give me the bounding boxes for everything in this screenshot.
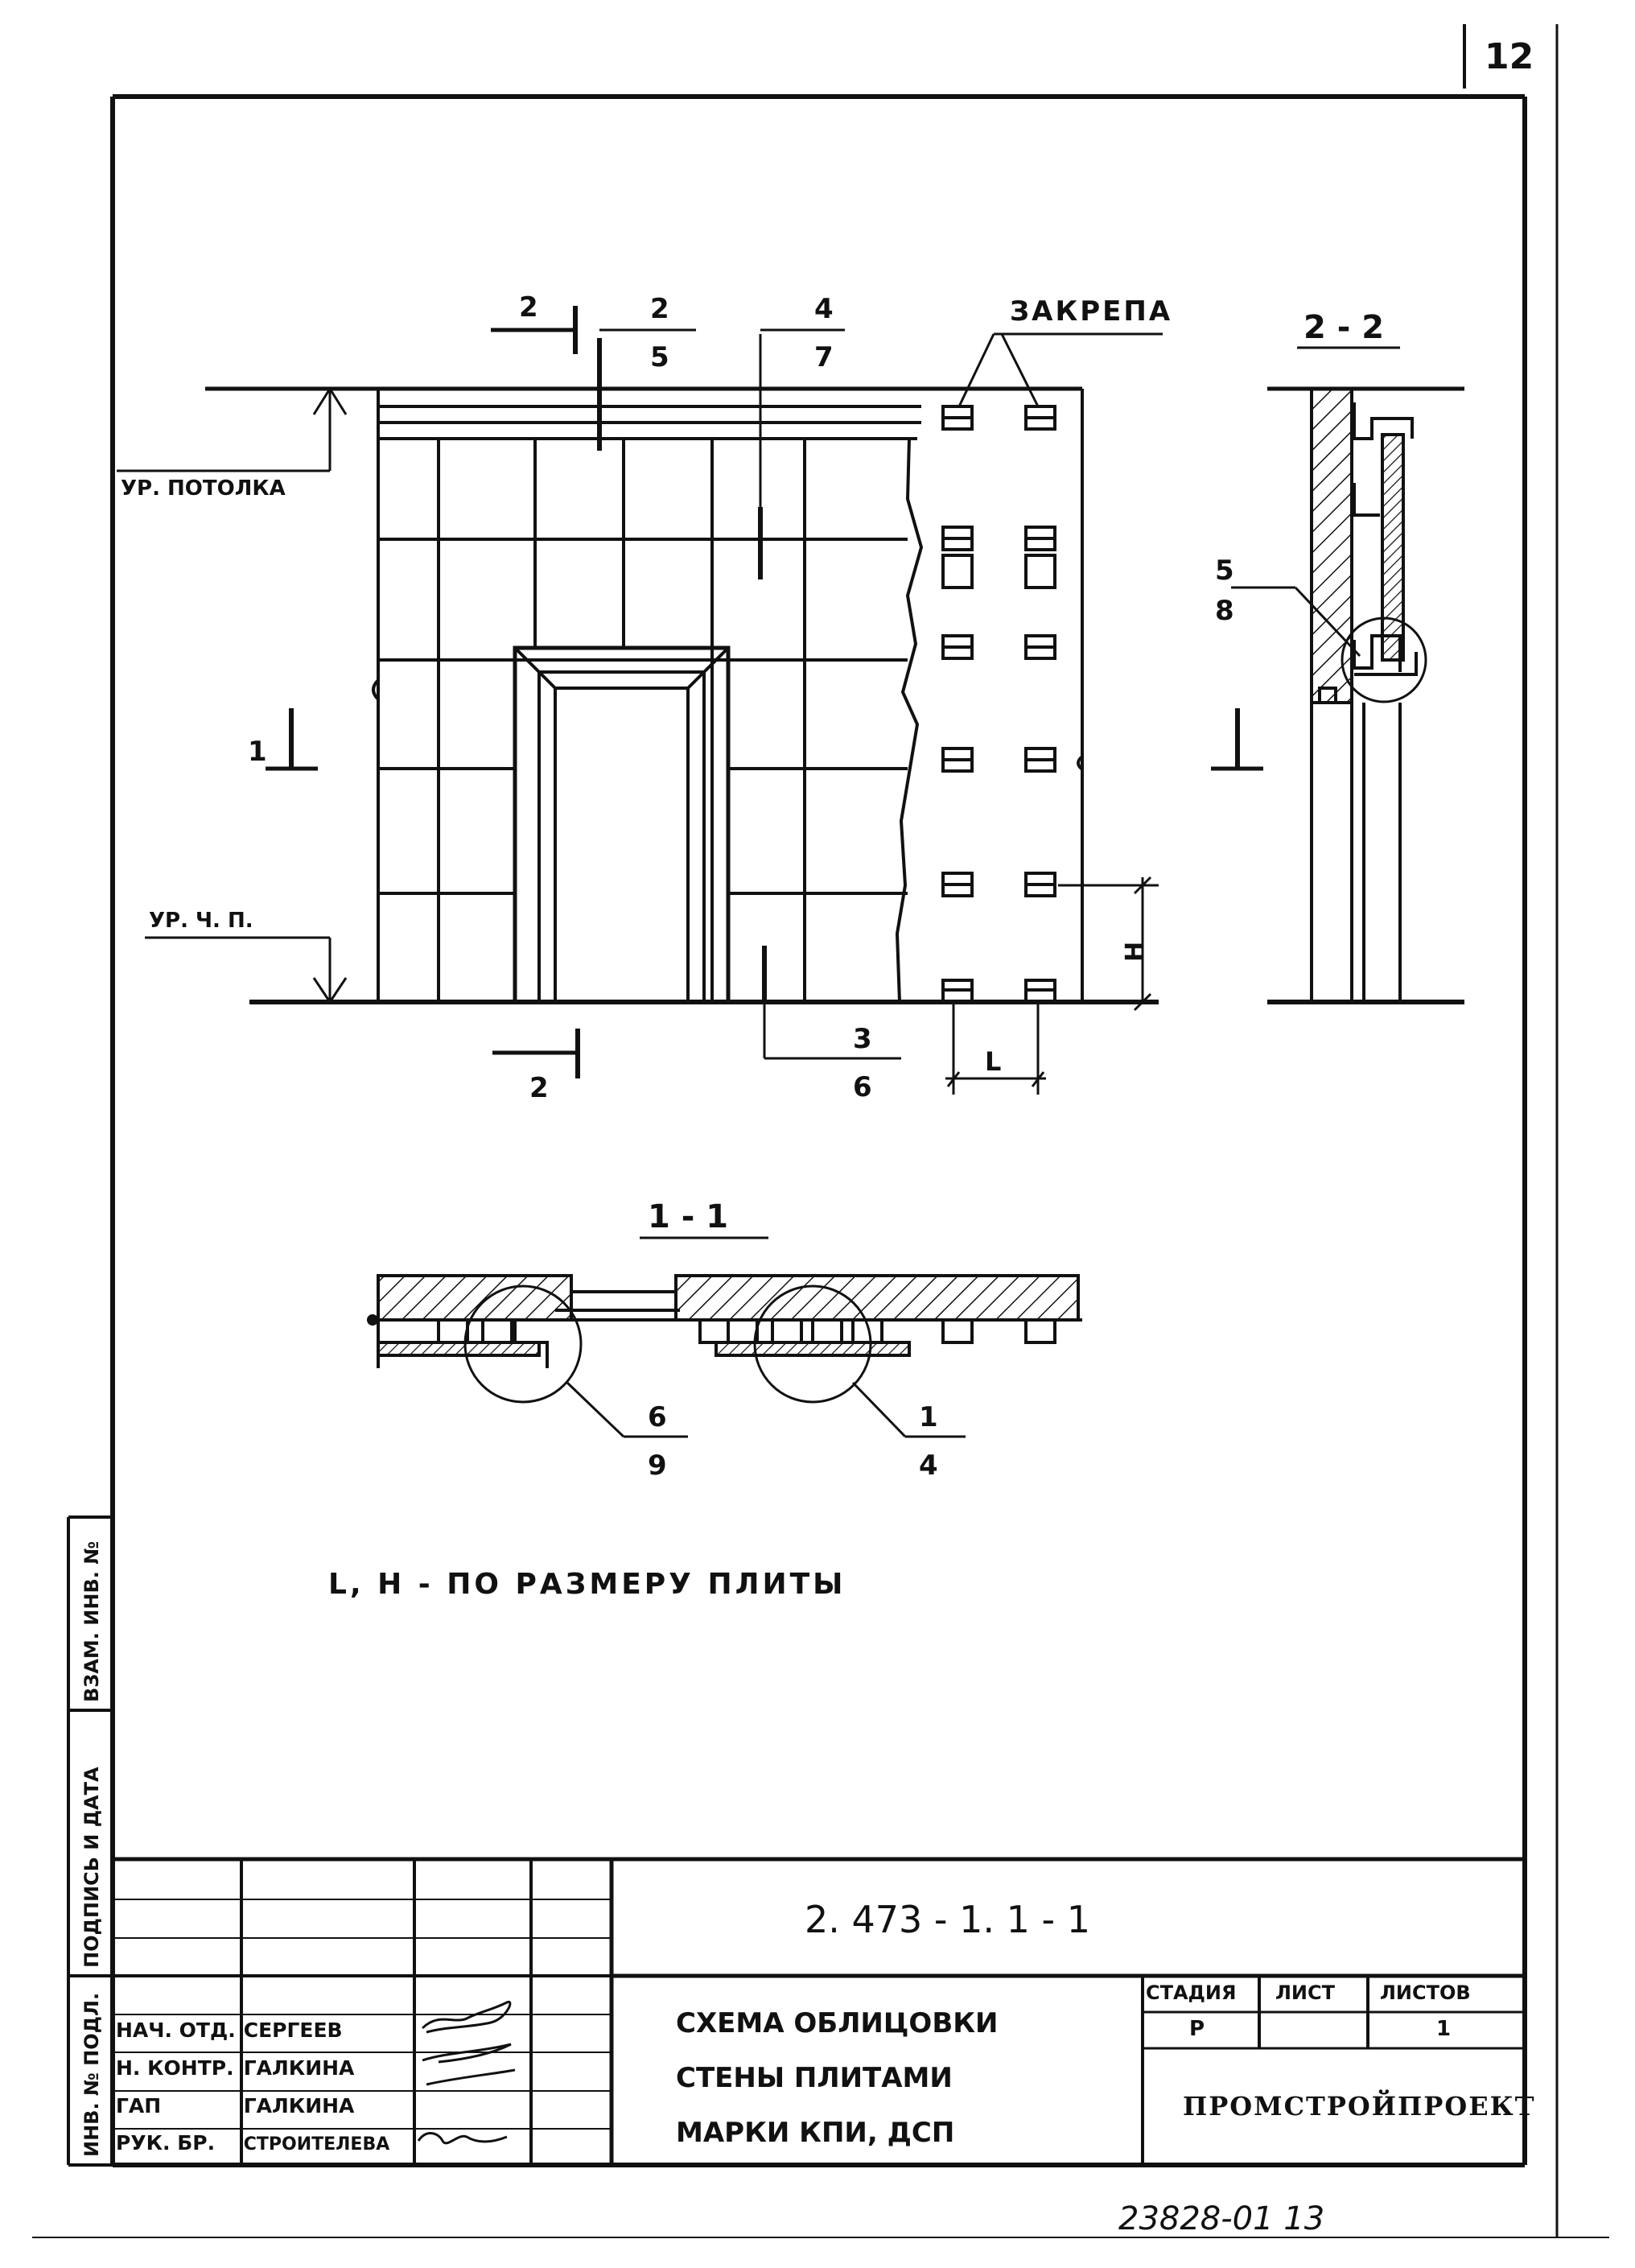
- section-1-1-leader-b-bottom: 4: [919, 1449, 938, 1482]
- stage-value: Р: [1189, 2017, 1205, 2041]
- section-cut-1-left: [266, 708, 318, 771]
- leader-2-5-top: 2: [650, 293, 669, 325]
- section-cut-2-bottom-label: 2: [529, 1072, 549, 1104]
- role-name: ГАЛКИНА: [243, 2094, 355, 2117]
- role-label: Н. КОНТР.: [116, 2056, 234, 2080]
- footer-number: 23828-01 13: [1118, 2200, 1324, 2237]
- sheet-header: ЛИСТ: [1275, 1981, 1336, 2004]
- dimension-h: [1058, 876, 1159, 1012]
- side-stamp-inv: ИНВ. № ПОДЛ.: [80, 1993, 103, 2157]
- leader-2-5: [597, 328, 696, 451]
- sheets-value: 1: [1436, 2017, 1452, 2041]
- sheet-frame: [32, 24, 1609, 2238]
- role-name: СЕРГЕЕВ: [243, 2019, 343, 2042]
- leader-4-7-bottom: 7: [814, 341, 834, 373]
- section-cut-2-bottom: [492, 1029, 580, 1078]
- section-1-1-title-text: 1 - 1: [648, 1198, 728, 1235]
- section-cut-2-top-label: 2: [519, 291, 538, 324]
- fastener-brackets: [941, 405, 1084, 1004]
- side-stamp-vzam: ВЗАМ. ИНВ. №: [80, 1541, 103, 1702]
- role-row: Н. КОНТР. ГАЛКИНА: [116, 2056, 354, 2080]
- leader-4-7: [758, 328, 845, 579]
- section-1-1-leader-a-bottom: 9: [648, 1449, 667, 1482]
- section-cut-1-label: 1: [248, 736, 267, 768]
- side-stamp: [67, 1515, 113, 2167]
- zakrepa-label: ЗАКРЕПА: [1010, 295, 1172, 328]
- stage-header: СТАДИЯ: [1146, 1981, 1237, 2004]
- zakrepa-leader: [958, 332, 1163, 407]
- role-row: РУК. БР. СТРОИТЕЛЕВА: [116, 2131, 389, 2155]
- signatures: [417, 2000, 516, 2145]
- sheets-header: ЛИСТОВ: [1380, 1981, 1471, 2004]
- elevation-view: [205, 386, 1159, 1004]
- role-label: ГАП: [116, 2094, 162, 2117]
- role-row: НАЧ. ОТД. СЕРГЕЕВ: [116, 2019, 343, 2042]
- role-row: ГАП ГАЛКИНА: [116, 2094, 354, 2117]
- dimension-l-label: L: [985, 1046, 1001, 1077]
- side-stamp-podpis: ПОДПИСЬ И ДАТА: [80, 1767, 103, 1968]
- floor-level-marker: [145, 936, 348, 1003]
- leader-3-6: [762, 946, 901, 1060]
- section-cut-2-top: [491, 306, 578, 354]
- leader-3-6-bottom: 6: [853, 1071, 872, 1103]
- section-2-2-title: 2 - 2: [1297, 309, 1400, 349]
- role-label: НАЧ. ОТД.: [116, 2019, 236, 2042]
- section-2-2-leader-top: 5: [1215, 555, 1234, 587]
- dimension-l: [945, 1002, 1046, 1095]
- drawing-title: СХЕМА ОБЛИЦОВКИ СТЕНЫ ПЛИТАМИ МАРКИ КПИ,…: [676, 1996, 999, 2160]
- organization-name: ПРОМСТРОЙПРОЕКТ: [1183, 2091, 1536, 2122]
- ceiling-level-label: УР. ПОТОЛКА: [121, 476, 286, 501]
- drawing-title-line: СХЕМА ОБЛИЦОВКИ: [676, 2007, 999, 2039]
- leader-2-5-bottom: 5: [650, 341, 669, 373]
- floor-level-label: УР. Ч. П.: [149, 909, 253, 933]
- drawing-title-line: МАРКИ КПИ, ДСП: [676, 2117, 955, 2149]
- role-name: СТРОИТЕЛЕВА: [243, 2134, 390, 2155]
- section-2-2-title-text: 2 - 2: [1303, 309, 1384, 346]
- section-1-1: [367, 1274, 1082, 1438]
- section-cut-1-right: [1211, 708, 1263, 771]
- section-1-1-leader-b-top: 1: [919, 1401, 938, 1433]
- note-text: L, H - ПО РАЗМЕРУ ПЛИТЫ: [328, 1568, 846, 1601]
- leader-3-6-top: 3: [853, 1023, 872, 1055]
- section-2-2-leader-bottom: 8: [1215, 595, 1234, 627]
- drawing-title-line: СТЕНЫ ПЛИТАМИ: [676, 2062, 953, 2094]
- page-number: 12: [1485, 36, 1534, 77]
- leader-4-7-top: 4: [814, 293, 834, 325]
- section-1-1-leader-a-top: 6: [648, 1401, 667, 1433]
- section-1-1-title: 1 - 1: [640, 1198, 768, 1239]
- role-name: ГАЛКИНА: [243, 2056, 355, 2080]
- doc-code: 2. 473 - 1. 1 - 1: [805, 1898, 1091, 1941]
- title-block: [113, 1857, 1525, 2165]
- ceiling-level-marker: [117, 388, 348, 472]
- dimension-h-label: Н: [1121, 942, 1149, 962]
- role-label: РУК. БР.: [116, 2131, 216, 2155]
- section-2-2: [1231, 386, 1464, 1004]
